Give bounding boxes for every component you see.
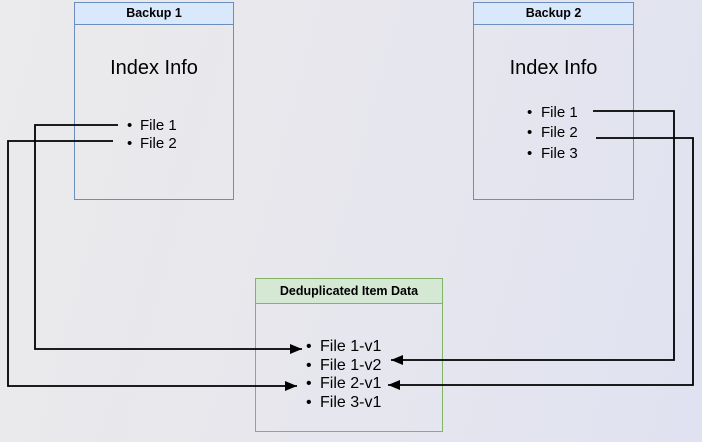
backup2-file-list: File 1 File 2 File 3 — [527, 103, 578, 164]
dedup-file-1-v1: File 1-v1 — [306, 338, 381, 357]
backup2-file-2: File 2 — [527, 123, 578, 144]
backup1-file-2: File 2 — [127, 135, 177, 153]
backup2-box: Backup 2 Index Info File 1 File 2 File 3 — [473, 2, 634, 200]
dedup-title: Deduplicated Item Data — [256, 279, 442, 304]
dedup-file-2-v1: File 2-v1 — [306, 375, 381, 394]
dedup-file-list: File 1-v1 File 1-v2 File 2-v1 File 3-v1 — [306, 338, 381, 412]
dedup-file-3-v1: File 3-v1 — [306, 394, 381, 413]
dedup-box: Deduplicated Item Data File 1-v1 File 1-… — [255, 278, 443, 432]
backup2-index-info-label: Index Info — [509, 57, 598, 79]
backup1-file-list: File 1 File 2 — [127, 117, 177, 153]
backup2-title: Backup 2 — [474, 3, 633, 25]
backup1-index-info-label: Index Info — [110, 57, 198, 79]
dedup-file-1-v2: File 1-v2 — [306, 357, 381, 376]
backup2-file-1: File 1 — [527, 103, 578, 124]
backup1-box: Backup 1 Index Info File 1 File 2 — [74, 2, 234, 200]
backup1-file-1: File 1 — [127, 117, 177, 135]
backup1-title: Backup 1 — [75, 3, 233, 25]
backup2-file-3: File 3 — [527, 144, 578, 165]
